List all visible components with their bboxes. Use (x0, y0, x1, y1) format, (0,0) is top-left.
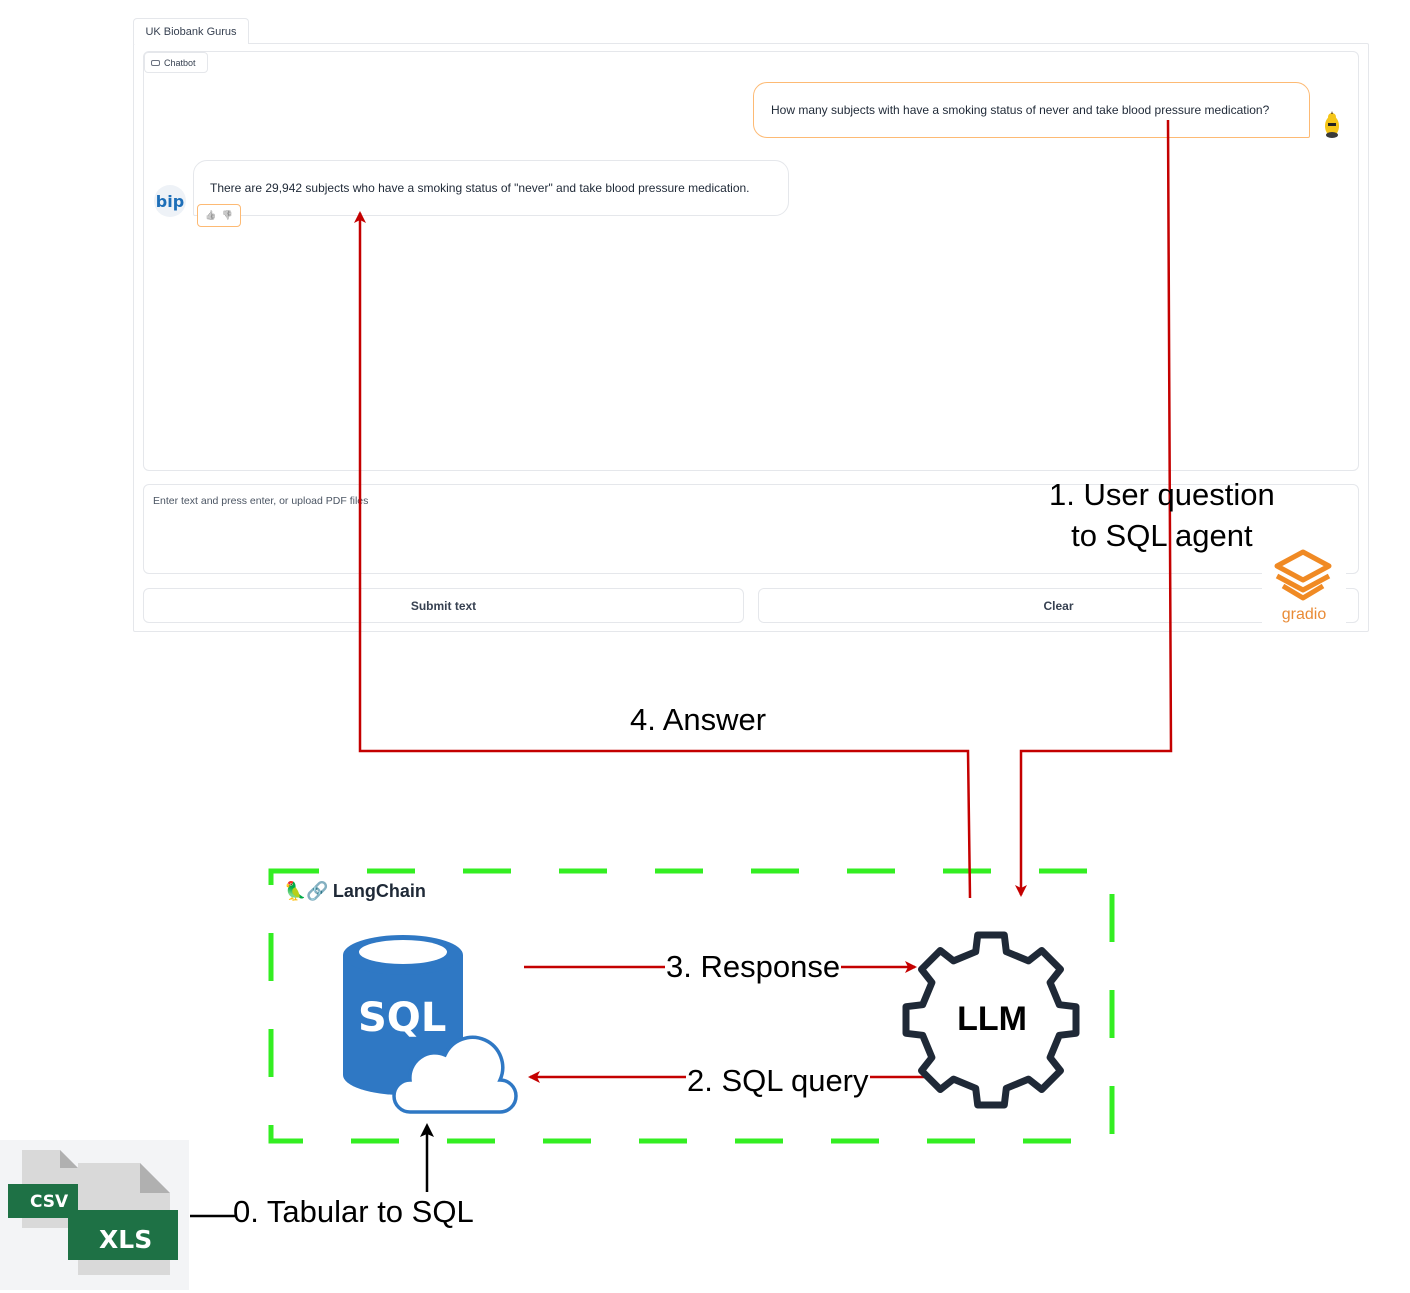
tab-uk-biobank-gurus[interactable]: UK Biobank Gurus (133, 18, 249, 44)
bot-avatar: bip (154, 185, 186, 217)
csv-xls-files-background (0, 1140, 189, 1290)
chatbot-label-text: Chatbot (164, 57, 196, 68)
gradio-logo-text: gradio (1281, 606, 1327, 623)
submit-text-button[interactable]: Submit text (143, 588, 744, 623)
langchain-parrot-link-icon: 🦜🔗 (284, 881, 329, 901)
user-avatar-icon (1325, 111, 1339, 138)
assistant-message-text: There are 29,942 subjects who have a smo… (210, 181, 750, 195)
user-message-text: How many subjects with have a smoking st… (771, 103, 1270, 117)
user-message-bubble: How many subjects with have a smoking st… (753, 82, 1310, 138)
step1-label-line2: to SQL agent (1071, 518, 1253, 554)
csv-label: CSV (30, 1192, 69, 1212)
step4-label: 4. Answer (630, 702, 767, 737)
step3-label: 3. Response (665, 949, 842, 984)
chat-icon (151, 59, 160, 66)
step0-label: 0. Tabular to SQL (233, 1194, 474, 1229)
langchain-label: 🦜🔗 LangChain (284, 881, 426, 902)
sql-label: SQL (358, 995, 447, 1041)
feedback-buttons: 👍 👎 (197, 204, 241, 227)
llm-label: LLM (957, 1000, 1027, 1038)
thumbs-down-icon[interactable]: 👎 (221, 210, 233, 220)
thumbs-up-icon[interactable]: 👍 (205, 210, 217, 220)
xls-label: XLS (99, 1225, 153, 1254)
bot-avatar-logo: bip (155, 191, 185, 211)
langchain-label-text: LangChain (332, 881, 426, 901)
assistant-message-bubble: There are 29,942 subjects who have a smo… (193, 160, 789, 216)
step1-label: 1. User question to SQL agent (1049, 474, 1275, 556)
step2-label: 2. SQL query (686, 1063, 870, 1098)
chatbot-label: Chatbot (144, 52, 208, 73)
step1-label-line1: 1. User question (1049, 477, 1275, 512)
